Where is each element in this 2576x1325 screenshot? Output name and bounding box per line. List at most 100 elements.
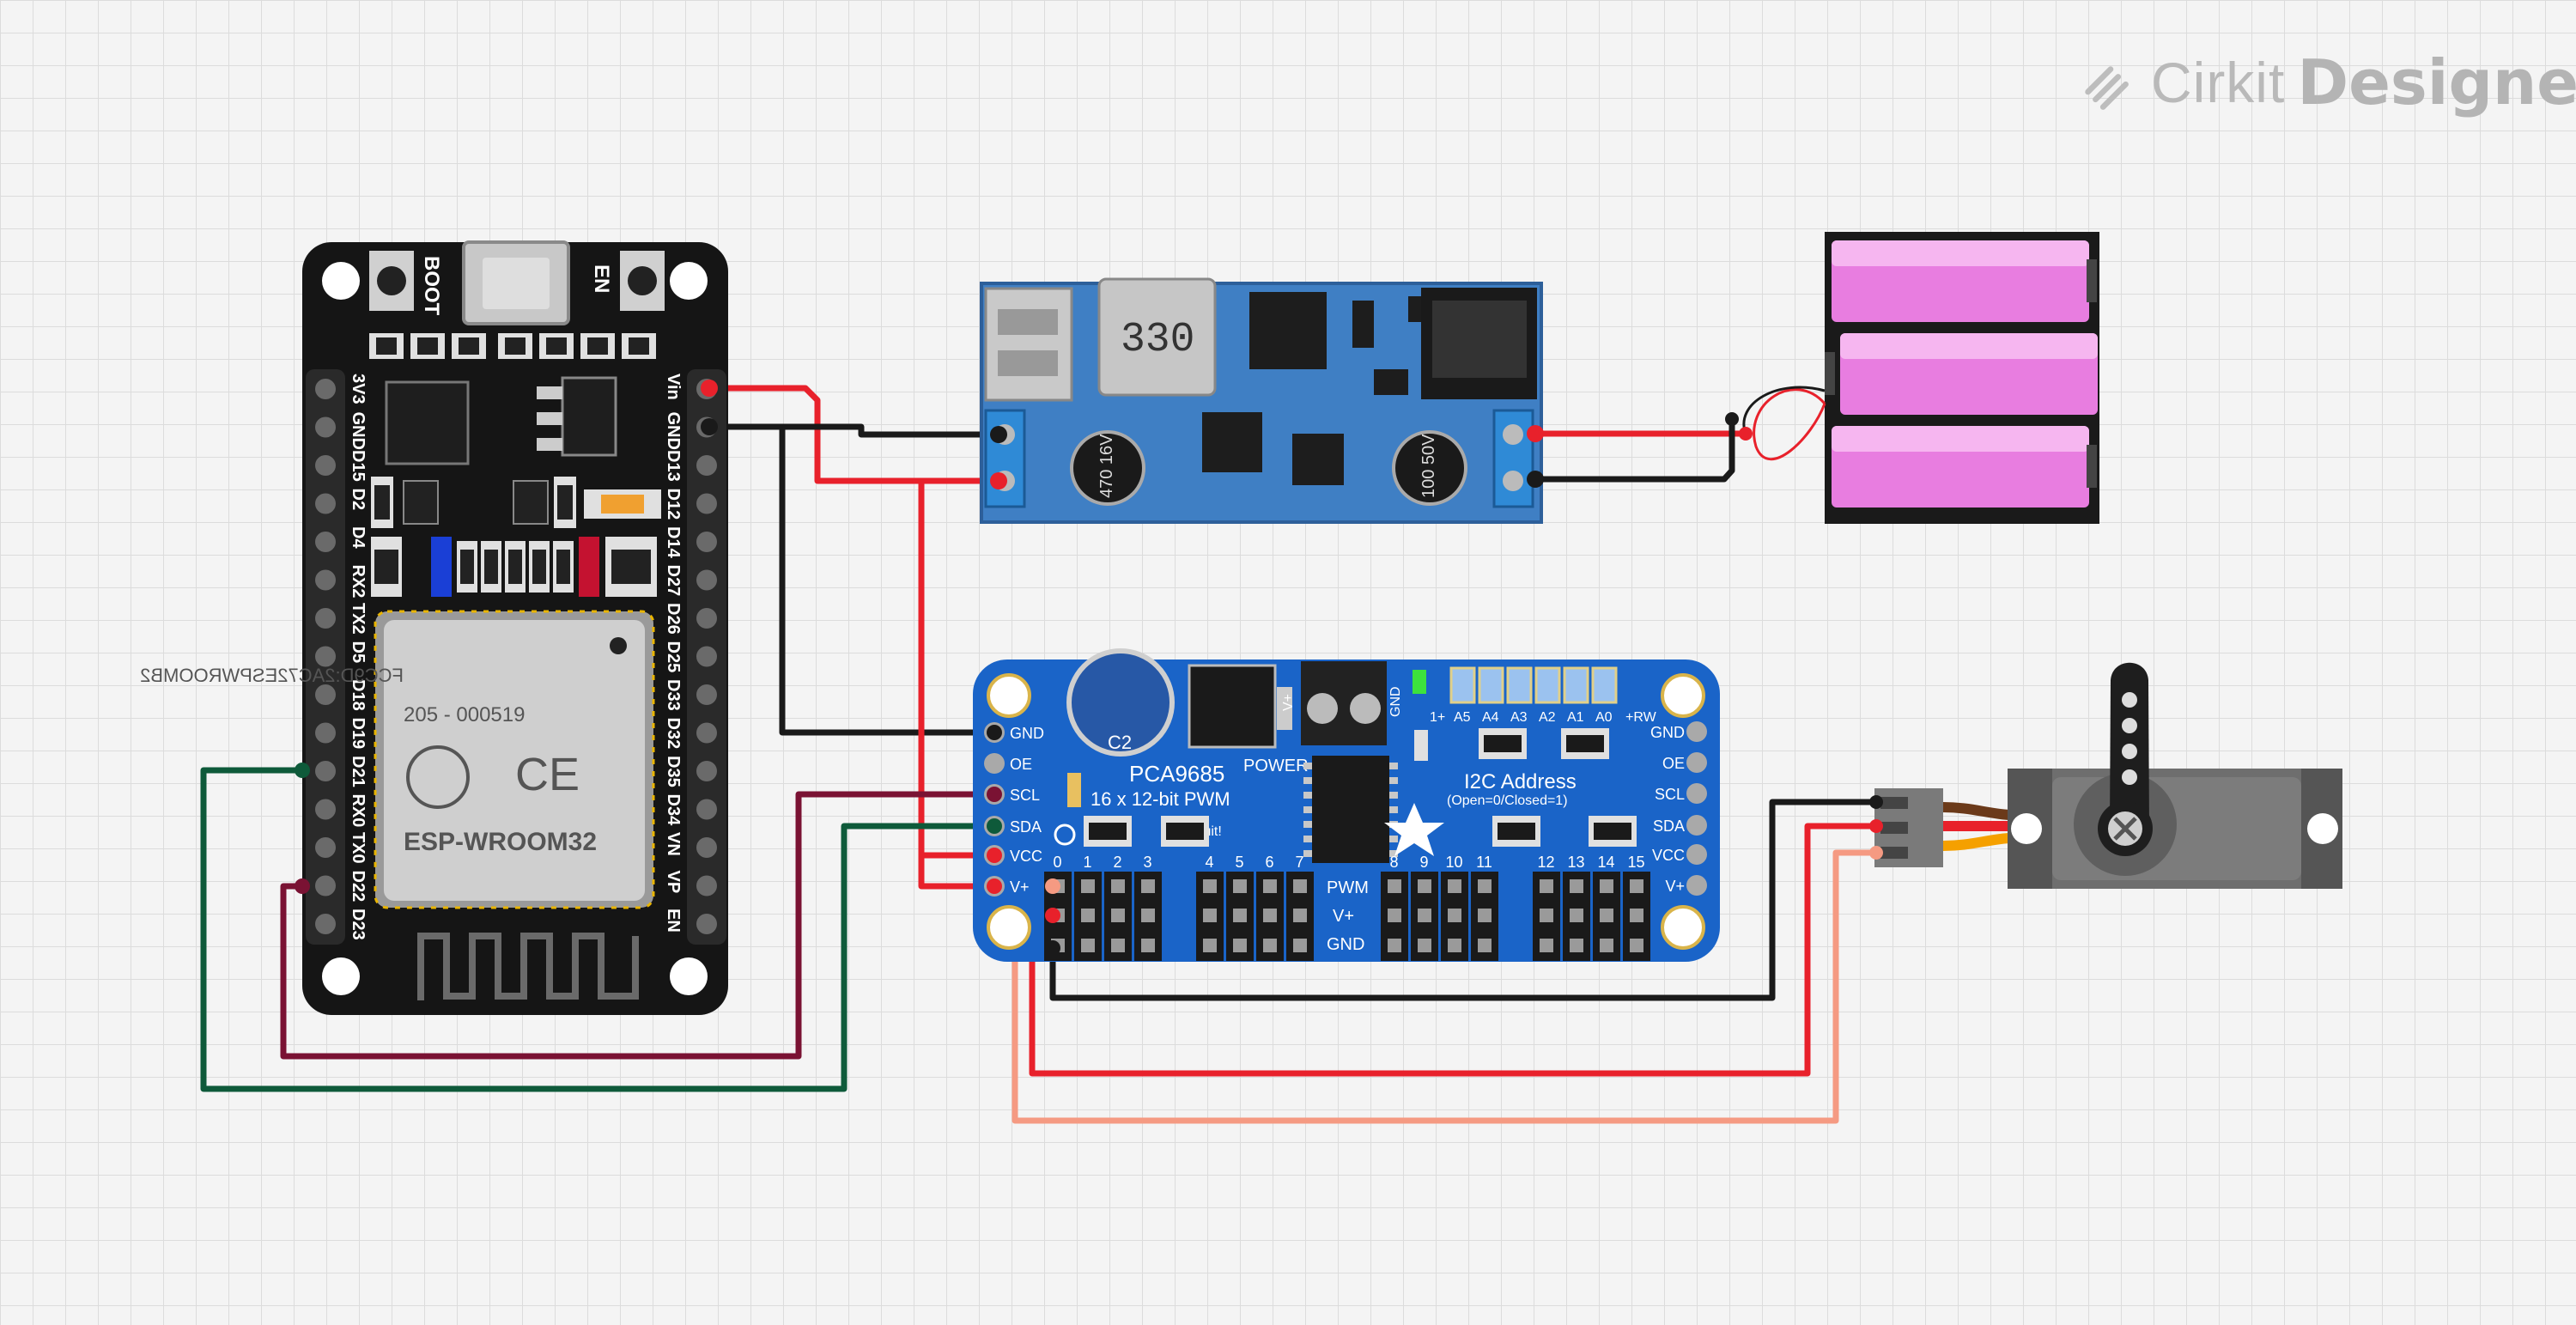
pwm-header-pin[interactable] [1233, 909, 1247, 922]
pwm-header-pin[interactable] [1448, 939, 1461, 952]
esp32-pin-hole[interactable] [315, 493, 336, 514]
buck-in-neg-pin[interactable] [990, 426, 1007, 443]
pwm-header-pin[interactable] [1600, 909, 1613, 922]
esp32-pin-hole[interactable] [315, 608, 336, 629]
esp32-pin-hole[interactable] [315, 875, 336, 897]
pwm-header-pin[interactable] [1630, 909, 1643, 922]
buck-out-neg-pin[interactable] [1527, 471, 1544, 488]
pwm-header-pin[interactable] [1388, 909, 1401, 922]
pwm-header-pin[interactable] [1540, 939, 1553, 952]
esp32-pin-hole[interactable] [315, 646, 336, 667]
pwm-header-pin[interactable] [1141, 939, 1155, 952]
battery-pack[interactable] [1725, 232, 2099, 524]
esp32-pin-hole[interactable] [315, 799, 336, 820]
pwm-header-pin[interactable] [1418, 939, 1431, 952]
esp32-pin-hole[interactable] [315, 379, 336, 399]
pwm-header-pin[interactable] [1448, 909, 1461, 922]
wire-gnd-to-pca-gnd[interactable] [706, 423, 998, 736]
pwm-header-pin[interactable] [1203, 939, 1217, 952]
pwm-header-pin[interactable] [1448, 879, 1461, 893]
esp32-pin-hole[interactable] [315, 455, 336, 476]
pca-left-pin-wire-end[interactable] [987, 848, 1002, 863]
pwm-header-pin[interactable] [1263, 879, 1277, 893]
esp32-pin-hole[interactable] [696, 875, 717, 897]
esp32-pin-hole[interactable] [696, 914, 717, 934]
pwm-header-pin[interactable] [1570, 909, 1583, 922]
pca-left-pin-wire-end[interactable] [987, 878, 1002, 894]
address-jumper-pad[interactable] [1506, 666, 1533, 704]
pwm-header-pin[interactable] [1233, 939, 1247, 952]
pwm-header-pin[interactable] [1263, 939, 1277, 952]
pca-ch0-pwm-pin[interactable] [1045, 878, 1060, 894]
esp32-pin-hole[interactable] [696, 569, 717, 591]
esp32-pin-hole[interactable] [696, 799, 717, 820]
pwm-header-pin[interactable] [1111, 879, 1125, 893]
buck-in-pos-pin[interactable] [990, 472, 1007, 489]
pwm-header-pin[interactable] [1293, 879, 1307, 893]
esp32-pin-hole[interactable] [696, 837, 717, 858]
address-jumper-pad[interactable] [1478, 666, 1504, 704]
esp32-pin-hole[interactable] [696, 684, 717, 705]
pwm-header-pin[interactable] [1081, 909, 1095, 922]
address-jumper-pad[interactable] [1563, 666, 1589, 704]
pca-right-pin-hole[interactable] [1686, 783, 1707, 804]
esp32-board[interactable]: BOOT EN [140, 240, 728, 1015]
pca-right-pin-hole[interactable] [1686, 721, 1707, 742]
pca9685-board[interactable]: C2 POWER V+ GND PCA9685 16 x 12-bit PWM … [973, 648, 1720, 962]
pwm-header-pin[interactable] [1081, 879, 1095, 893]
wire-buck-to-pca-vcc[interactable] [918, 477, 1002, 859]
pwm-header-pin[interactable] [1203, 879, 1217, 893]
pwm-header-pin[interactable] [1418, 909, 1431, 922]
pwm-header-pin[interactable] [1630, 879, 1643, 893]
esp32-pin-hole[interactable] [696, 532, 717, 552]
esp32-d22-pin[interactable] [295, 878, 310, 894]
esp32-pin-hole[interactable] [696, 493, 717, 514]
pwm-header-pin[interactable] [1570, 879, 1583, 893]
esp32-pin-hole[interactable] [315, 569, 336, 591]
pca-ch0-vplus-pin[interactable] [1045, 908, 1060, 923]
esp32-pin-hole[interactable] [315, 914, 336, 934]
wire-vin-to-buck-in[interactable] [706, 385, 1002, 484]
pca-right-pin-hole[interactable] [1686, 815, 1707, 836]
pwm-header-pin[interactable] [1233, 879, 1247, 893]
pwm-header-pin[interactable] [1570, 939, 1583, 952]
servo-motor[interactable] [1869, 662, 2342, 889]
esp32-pin-hole[interactable] [696, 455, 717, 476]
pwm-header-pin[interactable] [1203, 909, 1217, 922]
pca-ch0-gnd-pin[interactable] [1045, 940, 1060, 956]
pca-right-pin-hole[interactable] [1686, 752, 1707, 773]
wire-sda[interactable] [200, 767, 998, 1092]
pwm-header-pin[interactable] [1111, 909, 1125, 922]
buck-out-pos-pin[interactable] [1527, 425, 1544, 442]
esp32-pin-hole[interactable] [315, 837, 336, 858]
pwm-header-pin[interactable] [1478, 909, 1492, 922]
pwm-header-pin[interactable] [1600, 939, 1613, 952]
wire-battery-neg[interactable] [1532, 416, 1735, 483]
pwm-header-pin[interactable] [1540, 879, 1553, 893]
esp32-pin-hole[interactable] [696, 646, 717, 667]
pwm-header-pin[interactable] [1630, 939, 1643, 952]
address-jumper-pad[interactable] [1591, 666, 1618, 704]
pca-right-pin-hole[interactable] [1686, 875, 1707, 896]
esp32-pin-hole[interactable] [696, 761, 717, 781]
pca-left-pin-hole[interactable] [984, 753, 1005, 774]
pwm-header-pin[interactable] [1081, 939, 1095, 952]
wire-scl[interactable] [280, 791, 998, 1060]
address-jumper-pad[interactable] [1449, 666, 1476, 704]
pwm-header-pin[interactable] [1293, 909, 1307, 922]
pwm-header-pin[interactable] [1388, 939, 1401, 952]
pca-left-pin-wire-end[interactable] [987, 818, 1002, 834]
pwm-header-pin[interactable] [1293, 939, 1307, 952]
address-jumper-pad[interactable] [1534, 666, 1561, 704]
esp32-gnd-pin[interactable] [701, 418, 718, 435]
esp32-pin-hole[interactable] [315, 416, 336, 438]
pwm-header-pin[interactable] [1478, 879, 1492, 893]
pwm-header-pin[interactable] [1478, 939, 1492, 952]
pwm-header-pin[interactable] [1141, 879, 1155, 893]
esp32-pin-hole[interactable] [696, 722, 717, 744]
buck-converter[interactable]: 330 470 16V 100 50V [980, 277, 1544, 524]
esp32-pin-hole[interactable] [315, 532, 336, 552]
pca-right-pin-hole[interactable] [1686, 844, 1707, 865]
wire-buck-to-pca-vplus[interactable] [918, 852, 998, 890]
pwm-header-pin[interactable] [1600, 879, 1613, 893]
